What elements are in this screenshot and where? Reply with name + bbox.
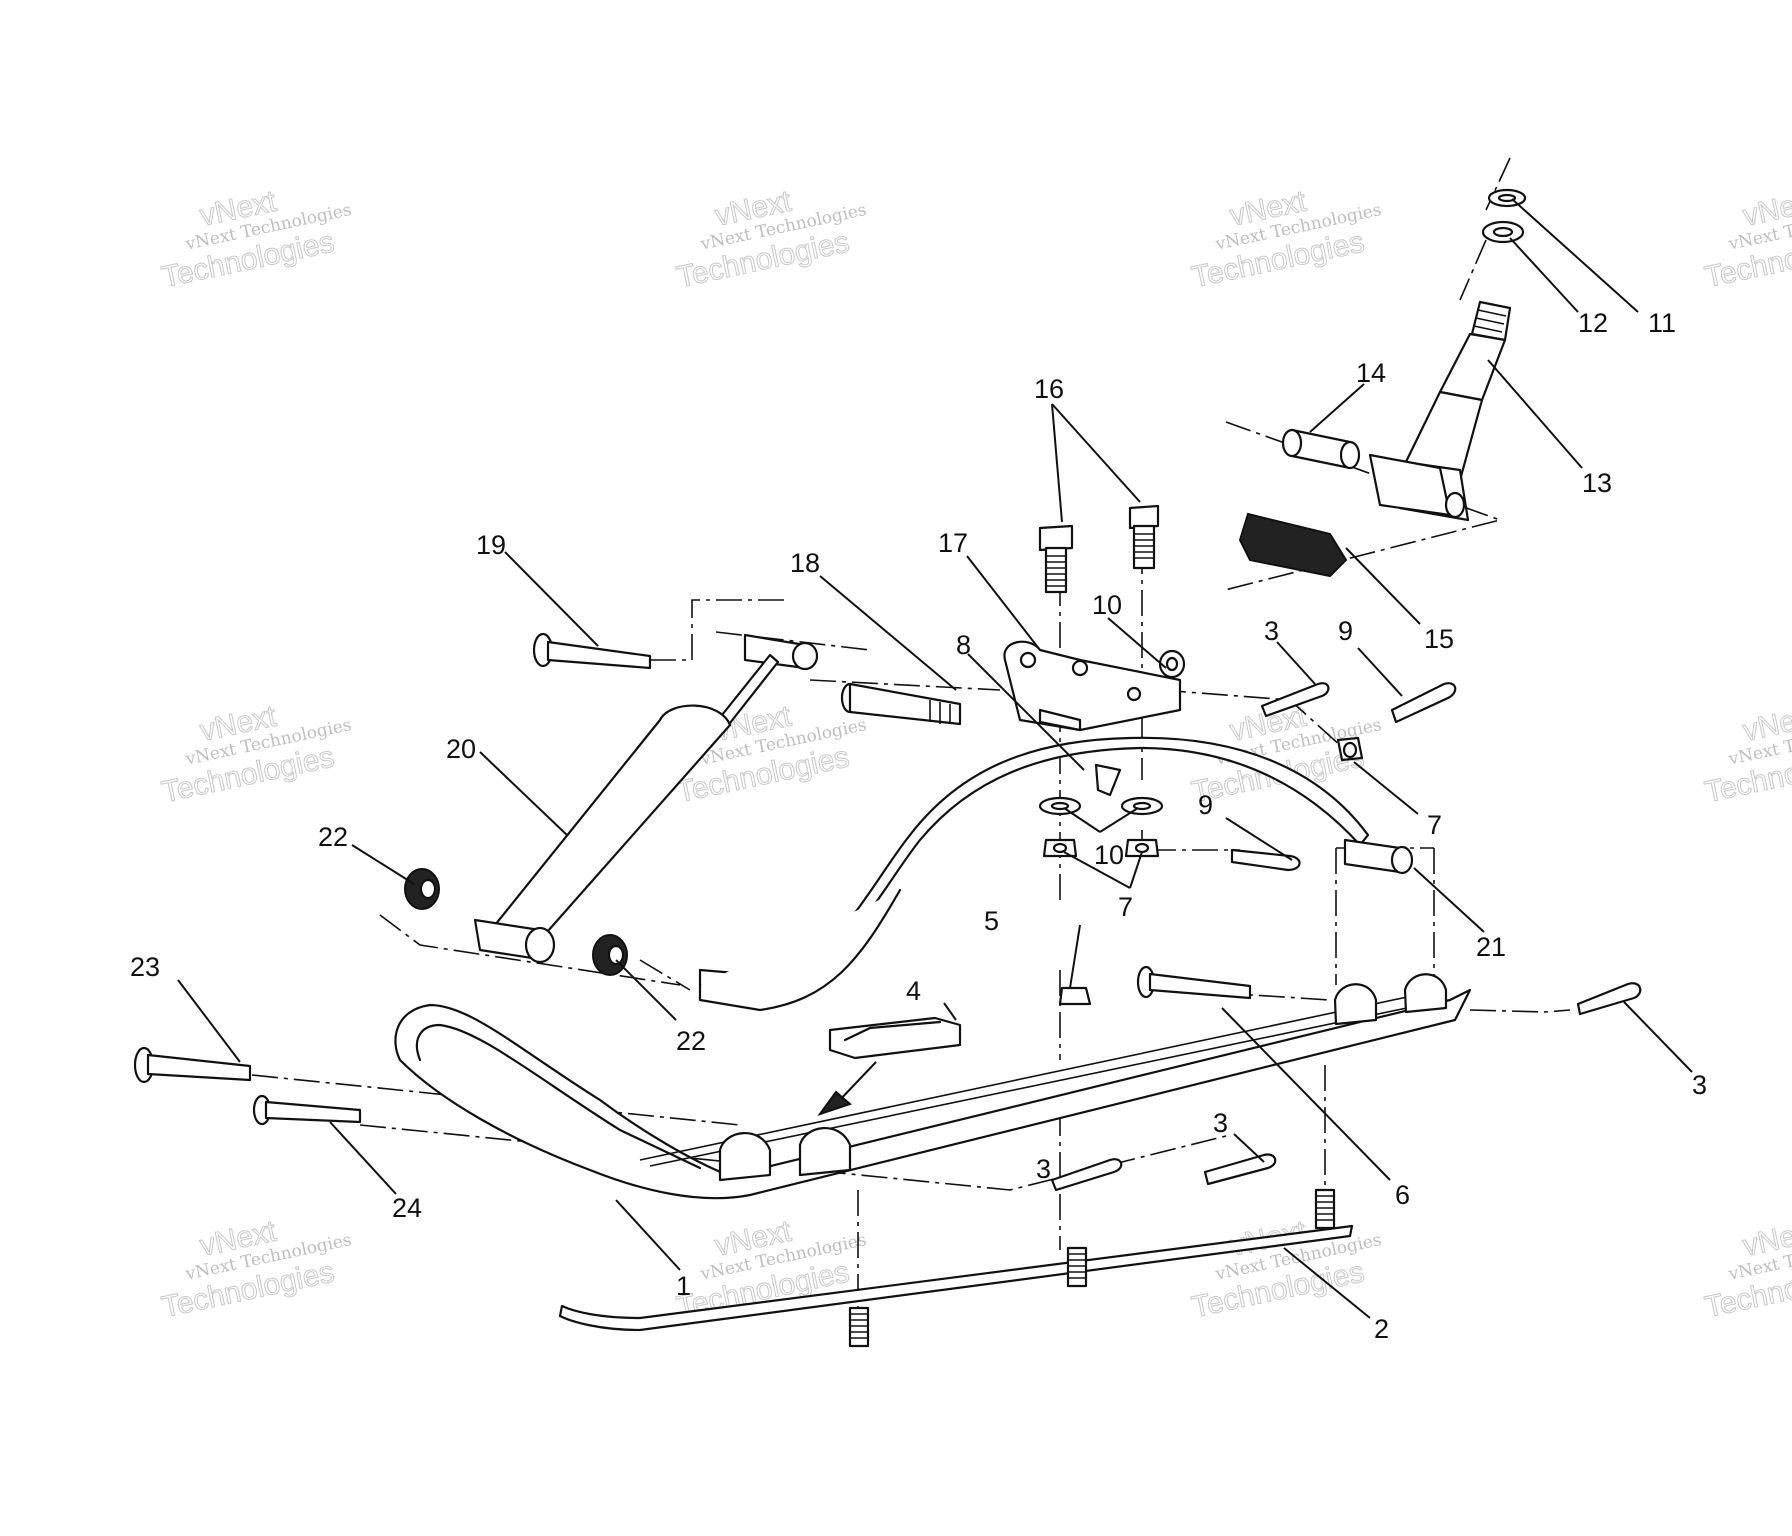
- part-7-nut: [1336, 736, 1364, 762]
- part-7-nut: [1124, 838, 1160, 858]
- watermark-tile: vNext vNext Technologies Technologies: [1188, 184, 1383, 295]
- watermark-tile: vNext vNext Technologies Technologies: [673, 184, 868, 295]
- part-11-washer: [1487, 188, 1527, 208]
- callout-9: 9: [1198, 790, 1213, 820]
- callout-7: 7: [1118, 892, 1133, 922]
- part-8-bracket-plate: [1038, 708, 1122, 797]
- watermark-tile: vNext vNext Technologies Technologies: [158, 699, 353, 810]
- watermark-tile: vNext vNext Technologies Technologies: [1188, 1214, 1383, 1325]
- callout-8: 8: [956, 630, 971, 660]
- callout-17: 17: [938, 528, 968, 558]
- part-3-cotter-pin: [1050, 1158, 1123, 1192]
- callout-19: 19: [476, 530, 506, 560]
- leaf-spring: [698, 736, 1370, 1012]
- part-12-washer: [1481, 220, 1525, 244]
- callout-12: 12: [1578, 308, 1608, 338]
- part-9-cotter-pin: [1230, 848, 1301, 872]
- part-5-nut: [1058, 986, 1092, 1006]
- wear-bar-stud: [1066, 1246, 1088, 1288]
- callout-18: 18: [790, 548, 820, 578]
- part-9-cotter-pin: [1390, 682, 1457, 724]
- callout-1: 1: [676, 1271, 691, 1301]
- callout-3: 3: [1692, 1070, 1707, 1100]
- watermark-tile: vNext vNext Technologies Technologies: [158, 1214, 353, 1325]
- part-3-cotter-pin: [1260, 682, 1330, 718]
- ski-rear-bracket: [1403, 973, 1448, 1014]
- part-10-washer: [1038, 796, 1082, 816]
- leader-lines: [177, 198, 1693, 1319]
- ski-rear-bracket: [1333, 983, 1378, 1026]
- part-20-shock-absorber: [473, 633, 819, 964]
- part-23-pin: [133, 1046, 252, 1084]
- part-2-wear-bar: [558, 1188, 1354, 1348]
- part-24-pin: [252, 1094, 362, 1126]
- callout-13: 13: [1582, 468, 1612, 498]
- watermark-tile: vNext vNext Technologies Technologies: [1701, 699, 1792, 810]
- callout-11: 11: [1648, 308, 1676, 338]
- part-3-cotter-pin: [1576, 982, 1642, 1016]
- install-direction-arrow: [817, 1061, 877, 1116]
- callout-22: 22: [318, 822, 348, 852]
- part-19-pin: [532, 632, 652, 670]
- part-14-bushing: [1281, 428, 1361, 470]
- callout-16: 16: [1034, 374, 1064, 404]
- callout-23: 23: [130, 952, 160, 982]
- watermark-tile: vNext vNext Technologies Technologies: [158, 184, 353, 295]
- callout-labels: 1 2 3 3 3 3 4 5 6 7 7 8 9 9 10 10 11 12 …: [130, 308, 1707, 1344]
- wear-bar-stud: [1314, 1188, 1336, 1230]
- callout-10: 10: [1094, 840, 1124, 870]
- callout-3: 3: [1036, 1154, 1051, 1184]
- part-16-bolt-left: [1038, 524, 1074, 594]
- part-3-cotter-pin: [1203, 1153, 1277, 1186]
- part-17-spring-bracket: [1003, 640, 1182, 732]
- watermark-tile: vNext vNext Technologies Technologies: [1701, 184, 1792, 295]
- wear-bar-stud: [848, 1306, 870, 1348]
- callout-3: 3: [1264, 616, 1279, 646]
- part-7-nut: [1042, 838, 1078, 858]
- callout-21: 21: [1476, 932, 1506, 962]
- part-10-washer: [1120, 796, 1164, 816]
- callout-3: 3: [1213, 1108, 1228, 1138]
- callout-2: 2: [1374, 1314, 1389, 1344]
- callout-24: 24: [392, 1193, 422, 1223]
- callout-6: 6: [1395, 1180, 1410, 1210]
- callout-15: 15: [1424, 624, 1454, 654]
- ski-front-bracket: [718, 1132, 772, 1182]
- part-10-washer: [1158, 649, 1186, 679]
- part-18-bolt: [840, 682, 962, 726]
- callout-14: 14: [1356, 358, 1386, 388]
- part-16-bolt-right: [1128, 504, 1160, 570]
- watermark-tile: vNext vNext Technologies Technologies: [1701, 1214, 1792, 1325]
- callout-22: 22: [676, 1026, 706, 1056]
- part-1-ski: [394, 973, 1472, 1200]
- callout-4: 4: [906, 976, 921, 1006]
- callout-7: 7: [1427, 810, 1442, 840]
- part-6-pin: [1136, 965, 1252, 1000]
- part-21-bushing: [1343, 838, 1414, 875]
- part-22-bushing-left: [404, 868, 440, 910]
- part-15-bumper: [1238, 512, 1348, 578]
- ski-front-bracket: [798, 1127, 852, 1177]
- part-22-bushing-right: [592, 934, 628, 976]
- callout-10: 10: [1092, 590, 1122, 620]
- part-4-saddle: [828, 1016, 962, 1060]
- callout-5: 5: [984, 906, 999, 936]
- callout-20: 20: [446, 734, 476, 764]
- watermark-grid: vNext vNext Technologies Technologies vN…: [158, 184, 1792, 1325]
- callout-9: 9: [1338, 616, 1353, 646]
- part-13-spindle: [1368, 300, 1512, 522]
